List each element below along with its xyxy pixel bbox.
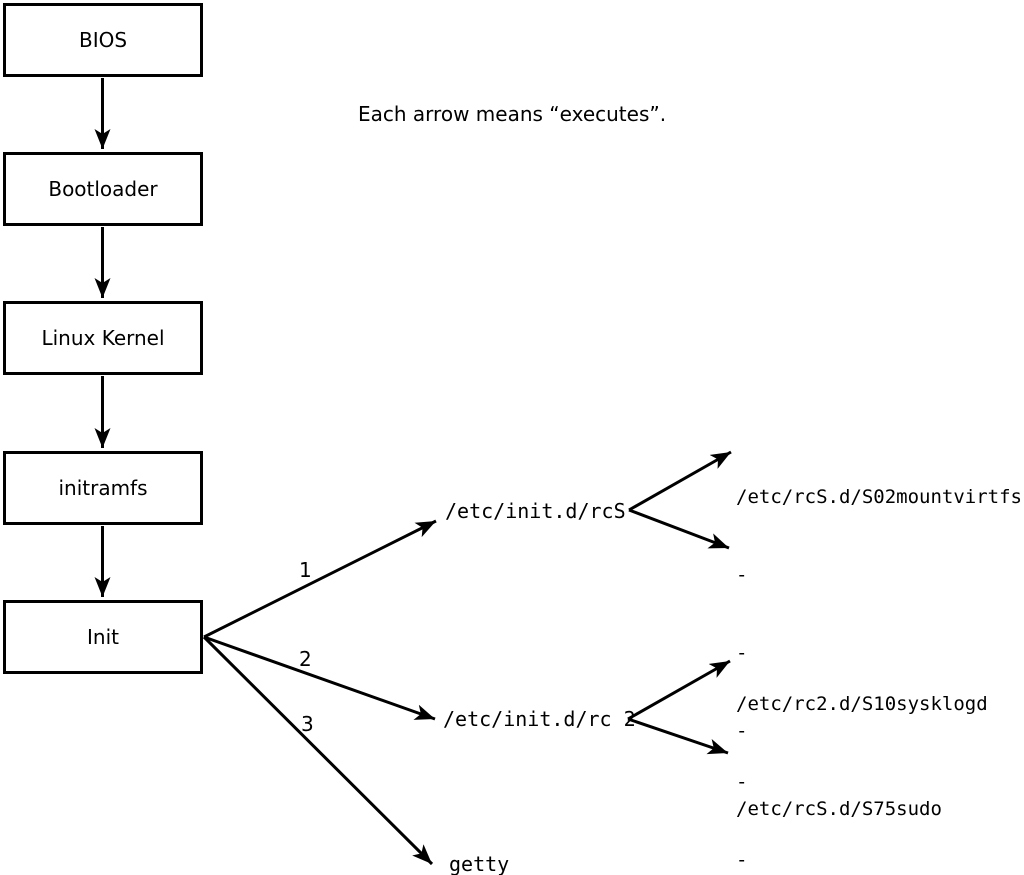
target-getty: getty <box>449 852 510 875</box>
script-entry: /etc/rc2.d/S10sysklogd <box>736 693 988 715</box>
arrow-init-to-rc2 <box>203 635 436 721</box>
arrow-rcS-to-s02mountvirtfs <box>628 450 732 512</box>
branch-number-1: 1 <box>299 558 312 582</box>
script-entry: /etc/rcS.d/S75sudo <box>736 798 942 820</box>
box-bootloader-label: Bootloader <box>48 177 158 201</box>
script-entry-ellipsis: - <box>736 849 748 871</box>
script-entry-ellipsis: - <box>736 642 748 664</box>
rc2-script-list: /etc/rc2.d/S10sysklogd - - - /etc/rc2.d/… <box>736 639 988 875</box>
branch-number-3: 3 <box>301 712 314 736</box>
rcS-script-list: /etc/rcS.d/S02mountvirtfs - - - /etc/rcS… <box>736 432 1022 874</box>
arrow-rc2-to-s99gdm <box>627 717 729 755</box>
legend-note: Each arrow means “executes”. <box>358 102 667 126</box>
script-entry-ellipsis: - <box>736 720 748 742</box>
box-initramfs-label: initramfs <box>58 476 148 500</box>
box-init-label: Init <box>87 625 119 649</box>
box-linux-kernel-label: Linux Kernel <box>41 326 165 350</box>
arrow-rc2-to-s10sysklogd <box>627 659 731 721</box>
box-bios: BIOS <box>3 3 203 77</box>
box-linux-kernel: Linux Kernel <box>3 301 203 375</box>
box-init: Init <box>3 600 203 674</box>
box-bootloader: Bootloader <box>3 152 203 226</box>
box-initramfs: initramfs <box>3 451 203 525</box>
target-rc2: /etc/init.d/rc 2 <box>443 707 636 731</box>
script-entry-ellipsis: - <box>736 564 748 586</box>
arrow-rcS-to-s75sudo <box>628 508 730 550</box>
script-entry-ellipsis: - <box>736 771 748 793</box>
target-rcS: /etc/init.d/rcS <box>445 499 626 523</box>
arrow-init-to-getty <box>202 635 434 866</box>
arrow-init-to-rcS <box>203 519 437 639</box>
box-bios-label: BIOS <box>78 28 128 52</box>
branch-number-2: 2 <box>299 647 312 671</box>
script-entry: /etc/rcS.d/S02mountvirtfs <box>736 486 1022 508</box>
